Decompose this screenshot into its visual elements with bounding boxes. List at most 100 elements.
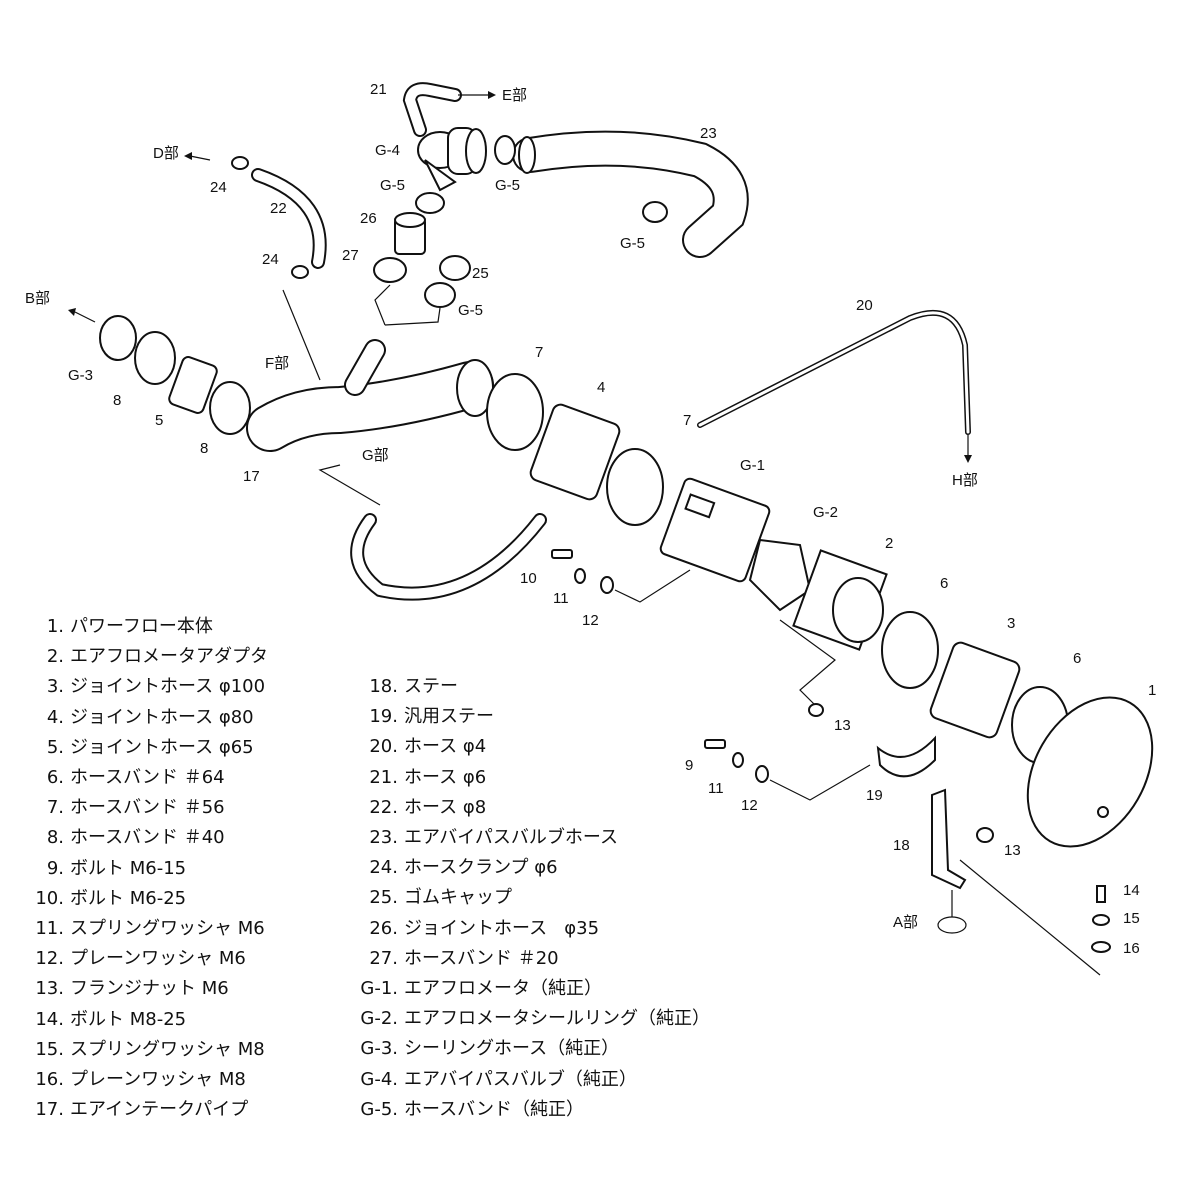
callout-8: 8 [113, 392, 121, 409]
part-name: エアバイパスバルブホース [404, 827, 619, 849]
part-name: エアフロメータアダプタ [70, 646, 268, 668]
airflow-meter-assembly [659, 477, 888, 651]
parts-list-item: 18. ステー [340, 672, 710, 702]
part-number: 4. [46, 706, 64, 728]
part-name: ホースバンド ＃20 [404, 947, 559, 969]
callout-h-section: H部 [952, 472, 978, 489]
callout-a-section: A部 [893, 914, 918, 931]
part-number: 8. [46, 827, 64, 849]
callout-11: 11 [708, 780, 724, 797]
part-name: ホースバンド ＃64 [70, 767, 225, 789]
parts-list-item: G-1.エアフロメータ（純正） [340, 974, 710, 1004]
part-number: G-4. [360, 1068, 398, 1090]
part-name: プレーンワッシャ M6 [70, 948, 246, 970]
callout-21: 21 [370, 81, 387, 98]
part-name: ジョイントホース φ80 [70, 706, 254, 728]
part-name: プレーンワッシャ M8 [70, 1069, 246, 1091]
part-name: ボルト M6-25 [70, 887, 187, 909]
part-number: 10. [35, 887, 64, 909]
part-number: 6. [46, 767, 64, 789]
callout-g-section: G部 [362, 447, 389, 464]
part-name: ジョイントホース φ35 [404, 917, 600, 939]
parts-list-item: 23.エアバイパスバルブホース [340, 823, 710, 853]
callout-22: 22 [270, 200, 287, 217]
callout-2: 2 [885, 535, 893, 552]
part-number: 13. [35, 978, 64, 1000]
part-number: 26. [369, 917, 398, 939]
callout-3: 3 [1007, 615, 1015, 632]
parts-list-right: 18. ステー 19.汎用ステー 20. ホース φ4 21. ホース φ6 22.ホース φ… [340, 672, 710, 1125]
callout-24: 24 [210, 179, 227, 196]
callout-13: 13 [1004, 842, 1021, 859]
part-number: 7. [46, 797, 64, 819]
fasteners [551, 549, 1111, 976]
part-number: 11. [35, 918, 64, 940]
parts-list-item: 24. ホースクランプ φ6 [340, 853, 710, 883]
callout-16: 16 [1123, 940, 1140, 957]
parts-list-item: 12. プレーンワッシャ M6 [22, 944, 268, 974]
parts-list-item: G-4. エアバイパスバルブ（純正） [340, 1065, 710, 1095]
parts-list-item: G-3.シーリングホース（純正） [340, 1034, 710, 1064]
parts-list-item: 7.ホースバンド ＃56 [22, 793, 268, 823]
callout-20: 20 [856, 297, 873, 314]
part-number: G-2. [360, 1008, 398, 1030]
callout-6: 6 [1073, 650, 1081, 667]
center-hoses [486, 373, 664, 526]
callout-27: 27 [342, 247, 359, 264]
part-number: G-5. [360, 1098, 398, 1120]
parts-list-item: 5.ジョイントホース φ65 [22, 733, 268, 763]
part-name: ホース φ6 [404, 766, 487, 788]
callout-g4: G-4 [375, 142, 400, 159]
callout-7: 7 [535, 344, 543, 361]
small-joint-parts [373, 212, 471, 326]
parts-list-item: 20. ホース φ4 [340, 732, 710, 762]
part-name: シーリングホース（純正） [404, 1038, 620, 1060]
part-name: ジョイントホース φ100 [70, 676, 266, 698]
parts-list-item: 10. ボルト M6-25 [22, 884, 268, 914]
stays [876, 735, 967, 934]
callout-g1: G-1 [740, 457, 765, 474]
callout-d-section: D部 [153, 145, 179, 162]
parts-list-item: 16. プレーンワッシャ M8 [22, 1065, 268, 1095]
parts-list-item: 9.ボルト M6-15 [22, 854, 268, 884]
parts-list-item: 19.汎用ステー [340, 702, 710, 732]
part-number: G-1. [360, 978, 398, 1000]
left-hose-rings [68, 308, 251, 435]
part-number: 17. [35, 1099, 64, 1121]
parts-list-item: 14.ボルト M8-25 [22, 1005, 268, 1035]
part-name: ホースバンド（純正） [404, 1098, 584, 1120]
part-name: ジョイントホース φ65 [70, 736, 254, 758]
hose-clamps [231, 135, 668, 279]
part-name: パワーフロー本体 [70, 616, 213, 637]
intake-pipe-17 [246, 289, 547, 601]
parts-list-item: 22.ホース φ8 [340, 793, 710, 823]
part-number: 12. [35, 948, 64, 970]
part-number: 18. [369, 676, 398, 697]
part-number: 24. [369, 857, 398, 879]
part-name: エアバイパスバルブ（純正） [404, 1068, 637, 1090]
part-name: ホース φ4 [404, 736, 487, 758]
part-number: 20. [369, 736, 398, 758]
hose-21 [402, 82, 496, 137]
parts-list-item: 15.スプリングワッシャ M8 [22, 1035, 268, 1065]
part-name: エアフロメータシールリング（純正） [404, 1008, 710, 1030]
part-name: 汎用ステー [404, 706, 494, 728]
part-number: 16. [35, 1069, 64, 1091]
callout-17: 17 [243, 468, 260, 485]
callout-10: 10 [520, 570, 537, 587]
callout-26: 26 [360, 210, 377, 227]
part-number: 15. [35, 1038, 64, 1060]
part-name: ホース φ8 [404, 796, 487, 818]
callout-24: 24 [262, 251, 279, 268]
part-number: 2. [46, 646, 64, 668]
callout-13: 13 [834, 717, 851, 734]
part-name: ステー [404, 676, 458, 697]
part-name: ホースクランプ φ6 [404, 857, 558, 879]
callout-11: 11 [553, 590, 569, 607]
parts-list-item: G-5. ホースバンド（純正） [340, 1095, 710, 1125]
callout-12: 12 [741, 797, 758, 814]
callout-19: 19 [866, 787, 883, 804]
part-name: ホースバンド ＃40 [70, 827, 225, 849]
part-number: 21. [369, 766, 398, 788]
parts-list-item: 13.フランジナット M6 [22, 974, 268, 1004]
